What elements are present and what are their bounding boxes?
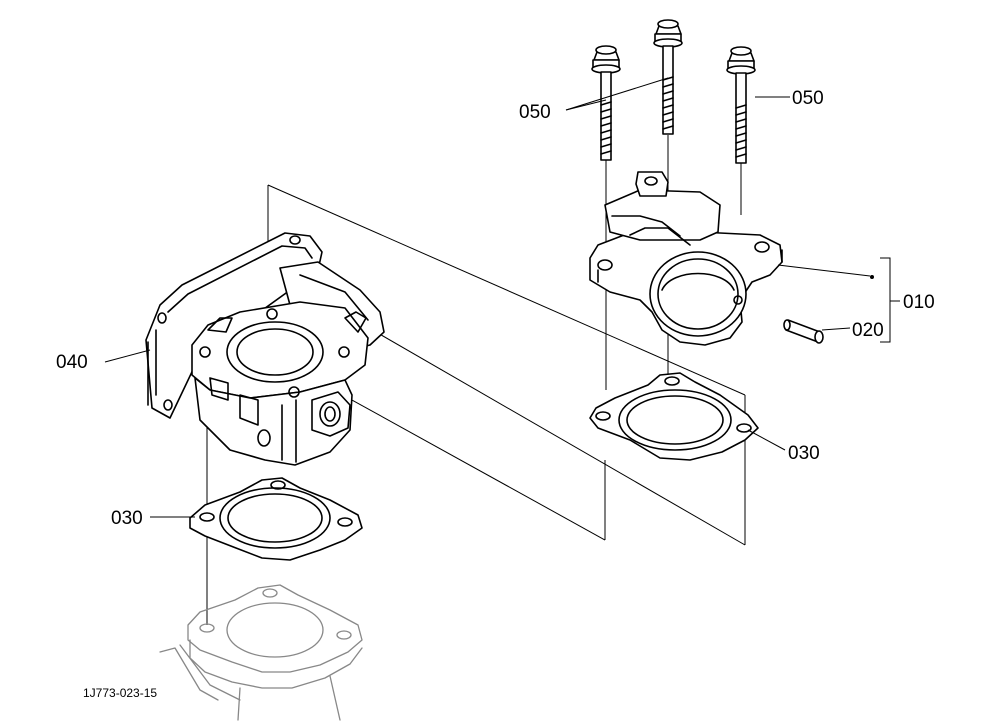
bolt-050-left (591, 45, 621, 161)
label-020: 020 (852, 320, 884, 341)
label-010: 010 (903, 292, 935, 313)
label-030-left: 030 (111, 508, 143, 529)
label-040: 040 (56, 352, 88, 373)
intake-manifold (159, 584, 363, 721)
drawing-code: 1J773-023-15 (83, 686, 157, 700)
bolt-050-middle (653, 19, 683, 135)
gasket-030-right (589, 372, 759, 461)
throttle-body-040 (145, 232, 385, 466)
label-030-right: 030 (788, 443, 820, 464)
elbow-housing-010 (589, 171, 783, 346)
gasket-030-left (189, 477, 363, 561)
label-050-right: 050 (792, 88, 824, 109)
leader-lines (104, 77, 900, 518)
pin-020 (783, 319, 824, 344)
alignment-lines (206, 135, 746, 625)
bolt-050-right (726, 46, 756, 164)
label-050-left: 050 (519, 102, 551, 123)
